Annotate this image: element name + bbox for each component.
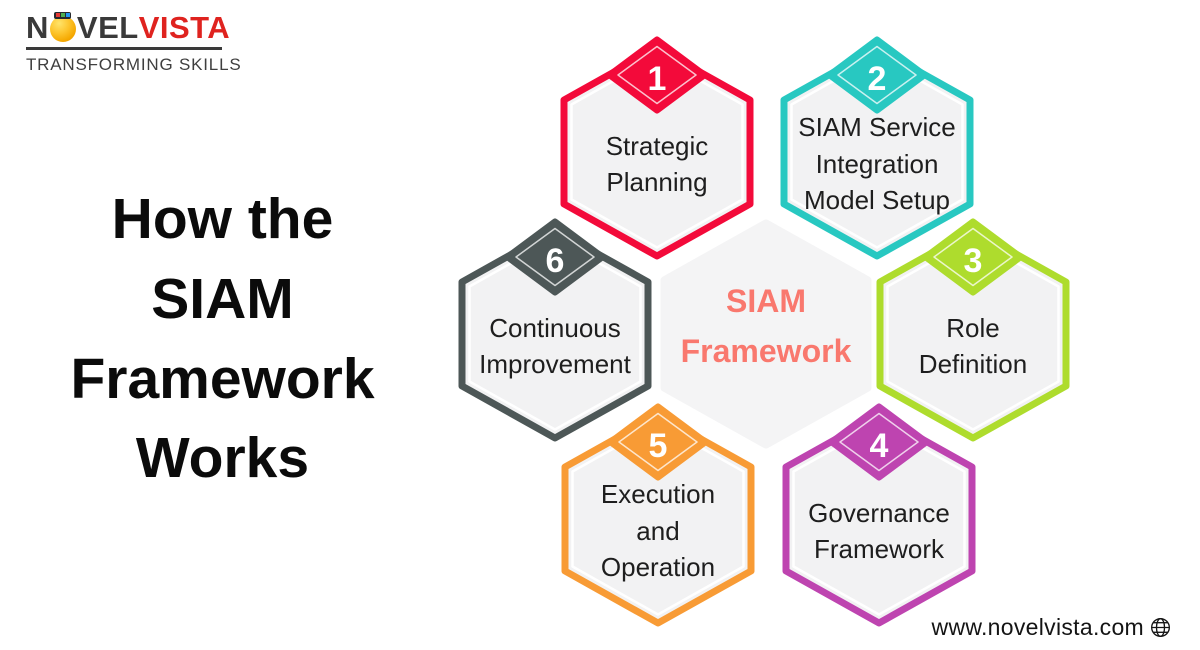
logo-divider [26,47,222,50]
hexagon-6-shape: 6 [458,218,652,442]
logo-text-vista: VISTA [138,10,231,45]
hexagon-6-border [458,226,652,442]
step-2-diamond-inner-line [837,45,917,105]
step-6-label: Continuous Improvement [479,312,631,379]
hexagon-6-inner-line [468,237,642,431]
step-2-number: 2 [868,60,887,98]
hex-step-1-strategic-planning: 1 Strategic Planning [547,32,767,272]
step-5-label: Execution and Operation [600,479,716,583]
hexagon-1-border [560,44,754,260]
step-3-diamond-inner-line [933,227,1013,287]
hexagon-2-inner-line [790,55,964,249]
bulb-ball [49,15,76,42]
step-1-diamond-inner-line [617,45,697,105]
hexagon-5-border [561,411,755,627]
hex-step-2-siam-service-integration: 2 SIAM Service Integration Model Setup [767,32,987,272]
logo-text-vel: VEL [76,10,139,45]
hexagon-5-inner-line [571,422,745,616]
hex-step-3-role-definition: 3 Role Definition [863,214,1083,454]
step-1-label: Strategic Planning [605,130,709,197]
footer: www.novelvista.com [932,614,1172,641]
step-1-diamond [606,36,708,114]
hexagon-1-shape: 1 [560,36,754,260]
step-6-number: 6 [546,242,565,280]
step-2-label: SIAM Service Integration Model Setup [798,112,956,216]
step-3-label: Role Definition [918,312,1028,379]
hexagon-5-shape: 5 [561,403,755,627]
hexagon-4-inner-line [792,422,966,616]
website-url: www.novelvista.com [931,614,1144,640]
step-2-diamond [826,36,928,114]
hexagon-4-border [782,411,976,627]
hexagon-3-border [876,226,1070,442]
hex-step-5-execution-and-operation: 5 Execution and Operation [548,399,768,639]
hexagon-1-inner-line [570,55,744,249]
hex-center-siam-framework: SIAM Framework [656,214,876,454]
center-hexagon-body [660,219,872,449]
page-title: How the SIAM Framework Works [70,187,375,491]
hex-step-4-governance-framework: 4 Governance Framework [769,399,989,639]
logo-tagline: TRANSFORMING SKILLS [26,54,242,74]
step-5-diamond-inner-line [618,412,698,472]
step-1-number: 1 [648,60,667,98]
step-5-diamond [607,403,709,481]
center-hexagon-shape [660,219,872,449]
hexagon-2-border [780,44,974,260]
step-4-label: Governance Framework [808,497,950,564]
step-6-diamond [504,218,606,296]
globe-icon [1151,618,1170,637]
hexagon-3-shape: 3 [876,218,1070,442]
step-4-diamond-inner-line [839,412,919,472]
step-4-number: 4 [870,427,889,465]
step-5-number: 5 [649,427,668,465]
hexagon-2-shape: 2 [780,36,974,260]
step-6-diamond-inner-line [515,227,595,287]
logo-text-n: N [26,10,49,45]
lightbulb-icon [49,11,76,42]
bulb-cap-rgb [54,11,72,19]
hex-step-6-continuous-improvement: 6 Continuous Improvement [445,214,665,454]
step-3-diamond [922,218,1024,296]
hexagon-3-inner-line [886,237,1060,431]
step-3-number: 3 [964,242,983,280]
hexagon-4-shape: 4 [782,403,976,627]
step-4-diamond [828,403,930,481]
center-hex-label: SIAM Framework [680,283,852,369]
